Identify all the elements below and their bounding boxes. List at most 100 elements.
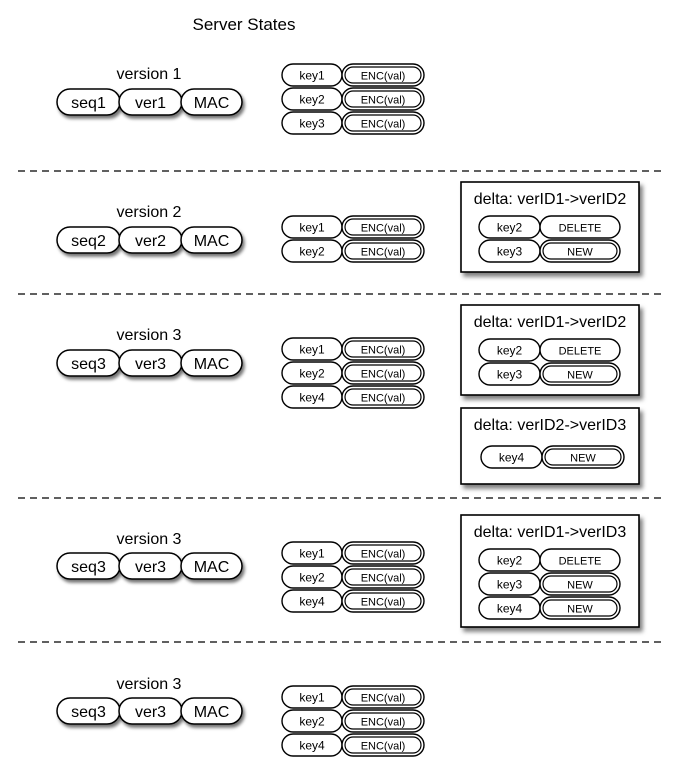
kv-entry: key4 ENC(val)	[281, 589, 425, 613]
delta-op-key-label: key2	[497, 344, 523, 358]
entry-key: key2	[281, 709, 343, 733]
delta-op-key: key4	[478, 596, 541, 620]
entry-value-label: ENC(val)	[361, 573, 406, 585]
kv-entry: key2 ENC(val)	[281, 565, 425, 589]
entry-key: key4	[281, 733, 343, 757]
header-field-seq: seq3	[56, 552, 121, 580]
delta-op-key: key3	[478, 362, 541, 386]
entry-value: ENC(val)	[341, 685, 425, 709]
entry-key: key1	[281, 63, 343, 87]
header-field-label: seq2	[71, 233, 106, 250]
delta-op-type: NEW	[541, 445, 625, 469]
delta-op-key: key2	[478, 338, 541, 362]
delta-op: key3 NEW	[478, 362, 621, 386]
header-field-label: ver3	[135, 559, 166, 576]
entry-key: key1	[281, 685, 343, 709]
delta-title: delta: verID2->verID3	[474, 417, 627, 434]
delta-op-key-label: key4	[499, 451, 525, 465]
entry-key-label: key1	[299, 691, 325, 705]
delta-op-type-label: NEW	[567, 580, 593, 592]
delta-op-key-label: key2	[497, 221, 523, 235]
entry-key-label: key2	[299, 367, 325, 381]
delta-op-key: key2	[478, 548, 541, 572]
entry-key: key4	[281, 385, 343, 409]
entry-key: key1	[281, 215, 343, 239]
header-field-mac: MAC	[180, 349, 243, 377]
delta-op-type-label: DELETE	[559, 556, 602, 568]
header-field-label: MAC	[194, 704, 230, 721]
delta-op-key: key3	[478, 239, 541, 263]
header-field-mac: MAC	[180, 697, 243, 725]
kv-entry: key1 ENC(val)	[281, 685, 425, 709]
delta-op-type: DELETE	[539, 338, 621, 362]
entry-value: ENC(val)	[341, 87, 425, 111]
entry-key-label: key2	[299, 571, 325, 585]
header-field-ver: ver3	[118, 349, 183, 377]
delta-title: delta: verID1->verID2	[474, 314, 627, 331]
delta-op-key: key3	[478, 572, 541, 596]
entry-value-label: ENC(val)	[361, 345, 406, 357]
header-field-label: seq3	[71, 559, 106, 576]
version-label: version 3	[117, 327, 182, 344]
entry-value-label: ENC(val)	[361, 247, 406, 259]
kv-entry: key1 ENC(val)	[281, 215, 425, 239]
kv-entry: key1 ENC(val)	[281, 337, 425, 361]
header-field-label: MAC	[194, 233, 230, 250]
entry-value-label: ENC(val)	[361, 693, 406, 705]
entry-value: ENC(val)	[341, 385, 425, 409]
entry-value-label: ENC(val)	[361, 717, 406, 729]
delta-op-key-label: key3	[497, 245, 523, 259]
delta-op-key-label: key4	[497, 602, 523, 616]
entry-value-label: ENC(val)	[361, 369, 406, 381]
delta-op: key4 NEW	[478, 596, 621, 620]
entry-value: ENC(val)	[341, 215, 425, 239]
header-field-seq: seq3	[56, 349, 121, 377]
delta-op-key-label: key3	[497, 578, 523, 592]
entry-key-label: key2	[299, 715, 325, 729]
header-field-label: seq3	[71, 356, 106, 373]
entry-key: key1	[281, 541, 343, 565]
header-field-mac: MAC	[180, 552, 243, 580]
delta-op: key4 NEW	[480, 445, 625, 469]
entry-key-label: key1	[299, 221, 325, 235]
delta-op-key: key4	[480, 445, 543, 469]
header-field-seq: seq1	[56, 88, 121, 116]
delta-op: key2 DELETE	[478, 548, 621, 572]
version-label: version 2	[117, 204, 182, 221]
delta-op-type-label: NEW	[570, 453, 596, 465]
entry-key-label: key4	[299, 595, 325, 609]
entry-key: key1	[281, 337, 343, 361]
header-field-label: MAC	[194, 356, 230, 373]
header-field-label: MAC	[194, 95, 230, 112]
header-field-seq: seq3	[56, 697, 121, 725]
entry-key: key2	[281, 361, 343, 385]
delta-op-type: DELETE	[539, 548, 621, 572]
delta-op-type-label: NEW	[567, 247, 593, 259]
delta-op-type: NEW	[539, 572, 621, 596]
delta-box: delta: verID2->verID3 key4 NEW	[460, 407, 640, 485]
delta-op-type: NEW	[539, 239, 621, 263]
delta-op: key2 DELETE	[478, 338, 621, 362]
delta-op: key3 NEW	[478, 572, 621, 596]
header-field-label: seq1	[71, 95, 106, 112]
delta-op-key-label: key3	[497, 368, 523, 382]
delta-op-type-label: DELETE	[559, 346, 602, 358]
entry-value-label: ENC(val)	[361, 597, 406, 609]
kv-entry: key1 ENC(val)	[281, 541, 425, 565]
header-field-label: MAC	[194, 559, 230, 576]
delta-op-type: DELETE	[539, 215, 621, 239]
delta-op-key: key2	[478, 215, 541, 239]
entry-value-label: ENC(val)	[361, 549, 406, 561]
version-label: version 1	[117, 66, 182, 83]
delta-op-type: NEW	[539, 362, 621, 386]
header-field-mac: MAC	[180, 226, 243, 254]
header-field-ver: ver1	[118, 88, 183, 116]
delta-op-type-label: NEW	[567, 604, 593, 616]
